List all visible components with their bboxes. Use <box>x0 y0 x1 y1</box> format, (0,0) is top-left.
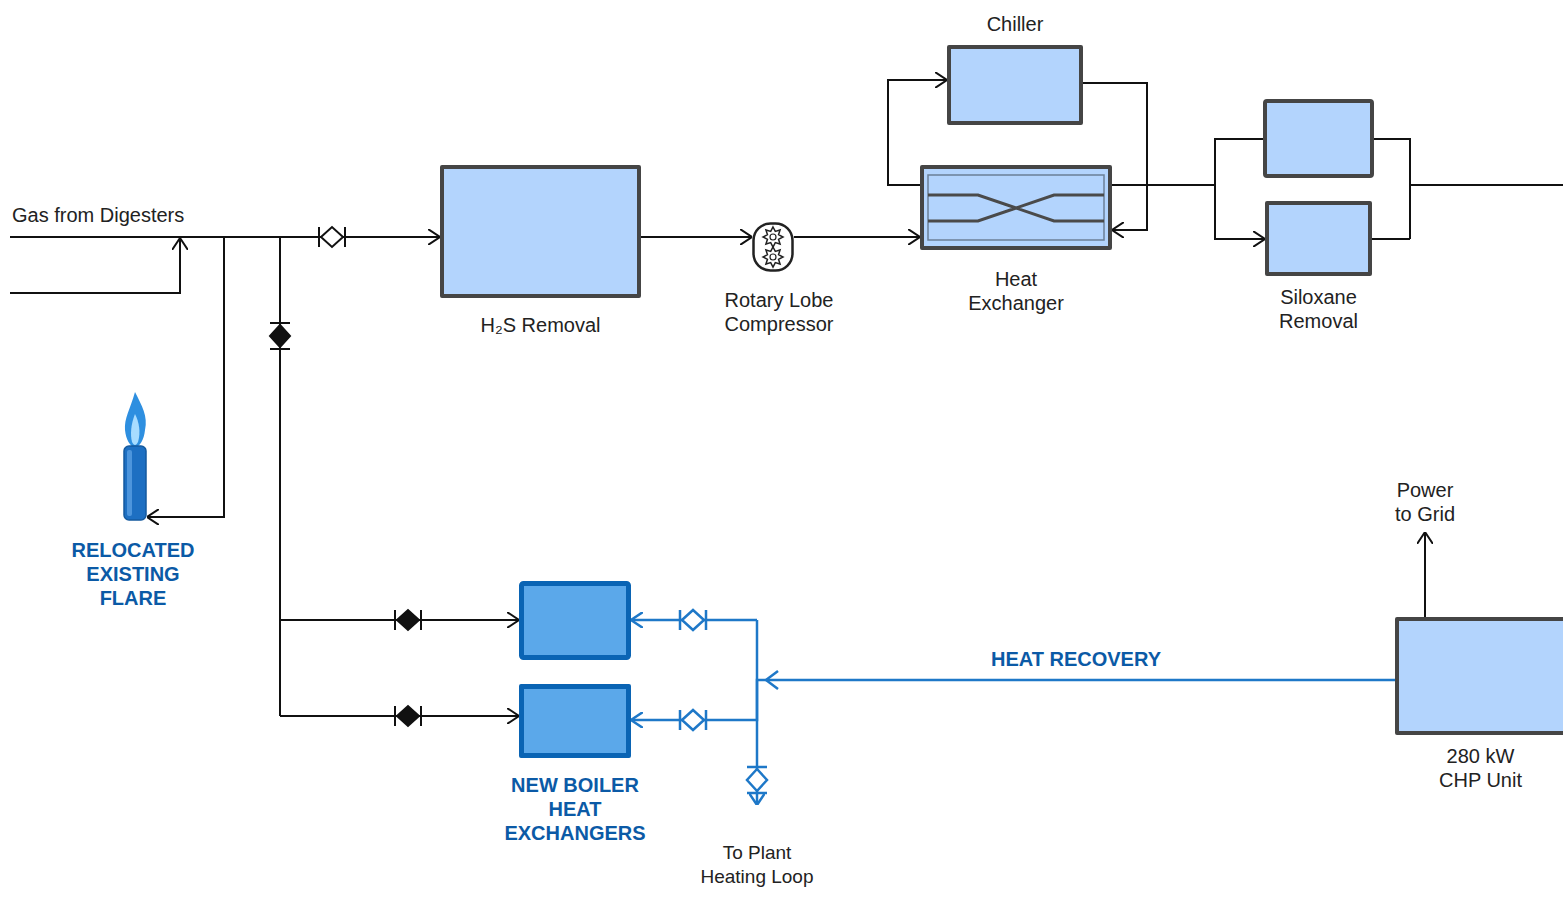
flare-symbol: RELOCATED EXISTING FLARE <box>118 390 152 522</box>
heating-arrowhead <box>766 671 778 689</box>
flame-core <box>131 414 139 445</box>
valve-symbol <box>319 227 345 247</box>
exchanger-core <box>928 175 1104 240</box>
siloxane-split-line <box>1215 139 1265 239</box>
heating-piping <box>631 620 778 805</box>
chiller-box: Chiller <box>947 45 1083 125</box>
component-label: Heat Exchanger <box>961 267 1071 315</box>
boiler-gas-line <box>279 237 281 716</box>
component-label: Rotary Lobe Compressor <box>714 288 844 336</box>
vessel-shape <box>1395 617 1563 735</box>
outlet-label: To Plant Heating Loop <box>697 841 817 889</box>
component-label: 280 kW CHP Unit <box>1431 744 1531 792</box>
gas-connector <box>794 236 920 238</box>
gas-line <box>10 238 180 293</box>
vessel-shape <box>947 45 1083 125</box>
valve-symbol <box>270 323 290 349</box>
valve-symbol <box>680 610 706 630</box>
valve-symbol <box>395 610 421 630</box>
power-arrow <box>1424 532 1426 617</box>
heat-recovery-connector <box>631 680 1395 720</box>
heat-exchanger-box: Heat Exchanger <box>920 165 1112 250</box>
siloxane-vessel <box>1265 101 1372 176</box>
gas-piping <box>10 139 1563 716</box>
output-label: Power to Grid <box>1389 478 1461 526</box>
lobe-gear <box>763 247 783 267</box>
valve-symbol <box>395 706 421 726</box>
component-label: NEW BOILER HEAT EXCHANGERS <box>500 773 650 845</box>
compressor-symbol <box>752 222 794 272</box>
component-label: Chiller <box>965 12 1065 36</box>
chp-unit-box: 280 kW CHP Unit <box>1395 617 1563 735</box>
valve-symbol <box>747 767 767 793</box>
component-label: H₂S Removal <box>441 313 641 337</box>
component-label: Siloxane Removal <box>1264 285 1374 333</box>
exchanger-flow <box>928 195 1104 221</box>
flare-symbol <box>118 390 152 522</box>
boiler-heat-exchanger <box>522 584 629 658</box>
flare-stack <box>124 446 146 520</box>
boiler-heat-exchanger: NEW BOILER HEAT EXCHANGERS <box>519 684 631 758</box>
valve-symbol <box>680 710 706 730</box>
compressor-symbol: Rotary Lobe Compressor <box>752 222 794 272</box>
compressor-casing <box>754 224 793 271</box>
siloxane-outlet-line <box>1372 139 1563 239</box>
edge-label: HEAT RECOVERY <box>991 647 1161 671</box>
vessel-shape <box>1265 201 1372 276</box>
gear-hub <box>770 234 776 240</box>
h2s-removal-box: H₂S Removal <box>440 165 641 298</box>
flare-line <box>147 237 224 517</box>
flame <box>125 392 146 448</box>
gas-connector <box>641 236 752 238</box>
vessel-shape <box>440 165 641 298</box>
inlet-label: Gas from Digesters <box>12 203 184 227</box>
component-label: RELOCATED EXISTING FLARE <box>63 538 203 610</box>
stack-highlight <box>127 450 132 516</box>
lobe-gear <box>763 227 783 247</box>
gas-connector <box>1112 185 1265 239</box>
gear-hub <box>770 254 776 260</box>
siloxane-vessel: Siloxane Removal <box>1265 201 1372 276</box>
heat-exchanger-symbol <box>920 165 1112 250</box>
boiler-shape <box>519 684 631 758</box>
